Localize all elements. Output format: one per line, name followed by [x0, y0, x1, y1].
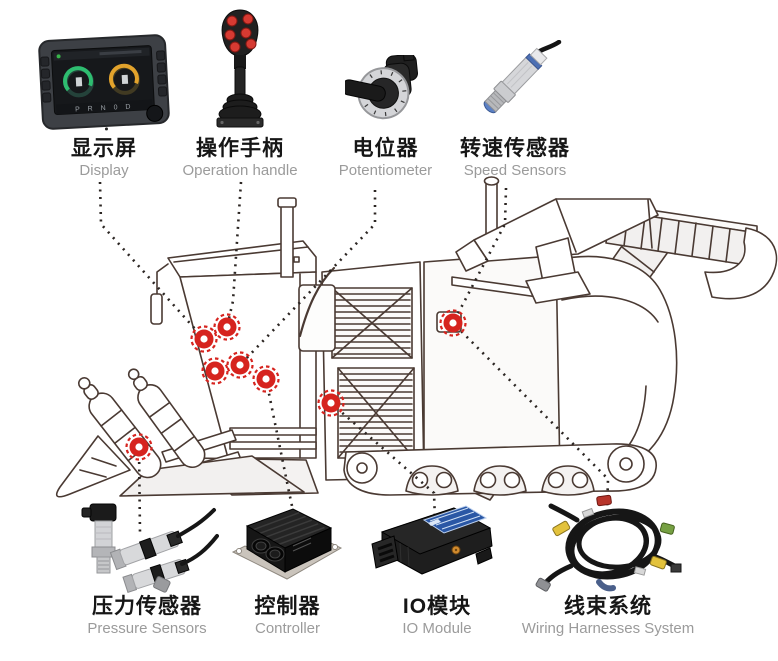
- component-io-module: IO模块 IO Module: [362, 498, 512, 645]
- component-controller: 控制器 Controller: [215, 500, 360, 645]
- discharge-chute: [704, 227, 778, 300]
- potentiometer-icon: [345, 55, 418, 120]
- wiring-harness-icon: [535, 494, 682, 592]
- component-label-zh: IO模块: [402, 595, 472, 618]
- component-label-zh: 显示屏: [71, 137, 137, 160]
- component-speed-sensors: 转速传感器 Speed Sensors: [450, 40, 580, 187]
- connector-line-io-module: [330, 402, 437, 522]
- component-display: P R N 0 D 显示屏 Display: [28, 32, 180, 187]
- component-label-en: Potentiometer: [338, 162, 433, 179]
- sensor-location-marker: [317, 389, 345, 417]
- component-label-en: Controller: [254, 620, 321, 637]
- controller-icon: [231, 508, 343, 580]
- sensor-location-marker: [125, 433, 153, 461]
- component-wiring-harness: 线束系统 Wiring Harnesses System: [498, 494, 718, 645]
- sensor-location-marker: [439, 309, 467, 337]
- component-label-en: IO Module: [402, 620, 472, 637]
- io-module-icon: [371, 505, 493, 575]
- component-label-zh: 压力传感器: [92, 595, 202, 618]
- display-icon: P R N 0 D: [38, 34, 170, 131]
- pressure-sensor-icon: [81, 503, 219, 594]
- sensor-location-marker: [226, 351, 254, 379]
- crawler-track: [343, 443, 657, 496]
- sensor-location-marker: [201, 357, 229, 385]
- component-pressure-sensors: 压力传感器 Pressure Sensors: [72, 500, 222, 645]
- component-label-en: Speed Sensors: [463, 162, 567, 179]
- joystick-icon: [216, 9, 264, 128]
- component-potentiometer: 电位器 Potentiometer: [318, 55, 453, 187]
- component-label-zh: 线束系统: [564, 595, 652, 618]
- front-attachment: [55, 368, 305, 498]
- sensor-location-markers: [125, 309, 467, 461]
- component-operation-handle: 操作手柄 Operation handle: [170, 8, 310, 187]
- component-label-en: Wiring Harnesses System: [521, 620, 695, 637]
- component-label-en: Operation handle: [182, 162, 298, 179]
- sensor-location-marker: [252, 365, 280, 393]
- speed-sensor-icon: [483, 40, 562, 114]
- component-label-en: Pressure Sensors: [87, 620, 207, 637]
- connector-lines: [98, 181, 610, 535]
- component-label-zh: 电位器: [352, 137, 419, 160]
- sensor-location-marker: [213, 313, 241, 341]
- gear-indicator-text: P R N 0 D: [75, 103, 134, 113]
- component-label-zh: 控制器: [254, 595, 321, 618]
- harvester-machine-drawing: [55, 176, 778, 501]
- component-label-en: Display: [79, 162, 129, 179]
- cab-canopy-seat: [455, 198, 659, 304]
- rear-body: [555, 255, 678, 477]
- sensor-location-marker: [190, 325, 218, 353]
- component-label-zh: 转速传感器: [460, 137, 570, 160]
- component-label-zh: 操作手柄: [196, 137, 284, 160]
